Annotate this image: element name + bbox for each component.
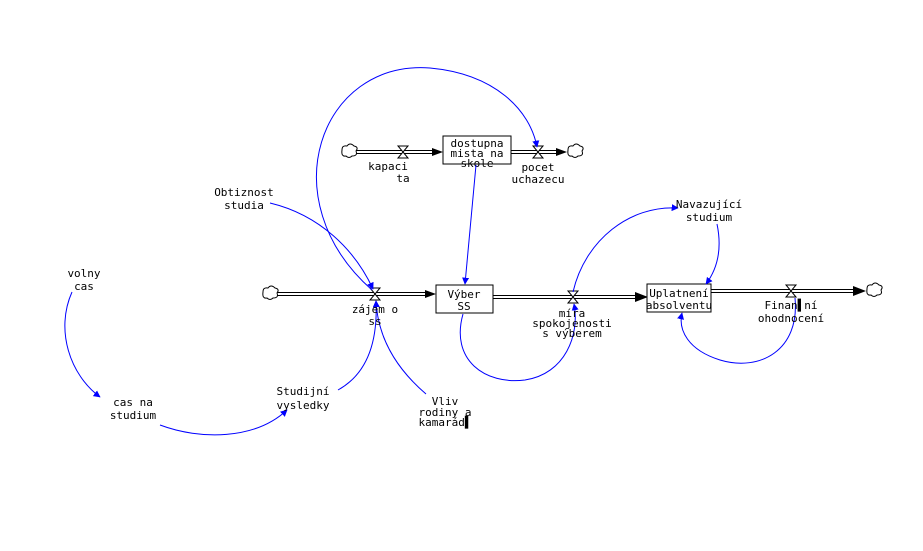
cloud-icon [567,143,584,158]
flow-label-pocet-uchazecu[interactable]: pocet uchazecu [512,161,565,186]
stock-label-line: skole [460,157,493,170]
flow-label-line: pocet [521,161,554,174]
variable-volny-cas[interactable]: volny cas [67,267,100,293]
variable-label-line: studium [110,409,157,422]
variable-label-line: vysledky [277,399,330,412]
stock-label-line: SS [457,300,470,313]
variable-label-line: cas [74,280,94,293]
stock-vyber-ss[interactable]: Výber SS [435,284,494,314]
flow-label-line: Finan▌ní [765,298,818,312]
flow-pipe-mira-spokojenosti [493,292,648,302]
link-vyber-to-mira [459,303,579,382]
flow-label-line: ss [368,315,381,328]
flow-label-financni-ohodnoceni[interactable]: Finan▌ní ohodnocení [758,298,824,325]
stock-dostupna-mista-na-skole[interactable]: dostupna mista na skole [442,135,512,170]
link-volny-to-cas [64,291,101,398]
stock-label-line: mista na [451,147,504,160]
stock-label-line: absolventu [646,299,712,312]
flow-label-kapacita[interactable]: kapaci ta [368,160,410,185]
flow-label-line: ohodnocení [758,312,824,325]
variable-label-line: Navazující [676,198,742,211]
stock-label-line: Uplatnení [649,287,709,300]
stock-label-line: Výber [447,288,480,301]
variable-cas-na-studium[interactable]: cas na studium [110,396,157,422]
stock-uplatneni-absolventu[interactable]: Uplatnení absolventu [646,283,712,313]
variable-label-line: Obtiznost [214,186,274,199]
stock-label-line: dostupna [451,137,504,150]
flow-pipe-financni-ohodnoceni [711,286,866,296]
valve-icon [566,290,580,304]
variable-label-line: Vliv [432,395,459,408]
link-mira-to-navazujici [572,204,679,293]
flow-label-line: kapaci [368,160,408,173]
valve-icon [368,287,382,301]
link-financni-to-uplatneni [677,297,796,364]
link-obtiznost-to-zajem [269,202,374,290]
variable-label-line: studia [224,199,264,212]
variable-label-line: studium [686,211,733,224]
variable-label-line: Studijní [277,385,330,398]
variable-label-line: volny [67,267,100,280]
valve-icon [396,145,410,159]
flow-pipe-pocet-uchazecu [511,148,567,156]
variable-studijni-vysledky[interactable]: Studijní vysledky [277,385,330,412]
valve-icon [531,145,545,159]
variable-label-line: cas na [113,396,153,409]
cloud-icon [341,143,358,158]
flow-label-line: míra [559,307,586,320]
link-cas-to-vysledky [159,409,288,436]
variable-label-line: rodiny a [419,406,472,419]
link-dostupna-to-vyber [462,164,477,285]
cloud-icon [866,282,883,297]
flow-pipe-zajem-o-ss [275,290,436,298]
variable-vliv-rodiny-a-kamaradu[interactable]: Vliv rodiny a kamarád▌ [419,395,472,429]
flow-label-line: uchazecu [512,173,565,186]
flow-label-line: s výberem [542,327,602,340]
link-navazujici-to-uplatneni [705,223,720,285]
link-vysledky-to-zajem [337,300,380,391]
flow-label-line: zájem o [352,303,398,316]
flow-label-mira-spokojenosti[interactable]: míra spokojenosti s výberem [532,307,611,340]
cloud-icon [262,285,279,300]
variable-obtiznost-studia[interactable]: Obtiznost studia [214,186,274,212]
link-vliv-to-zajem [372,300,427,395]
link-zajem-to-pocet [316,67,540,291]
variable-navazujici-studium[interactable]: Navazující studium [676,198,742,224]
flow-label-zajem-o-ss[interactable]: zájem o ss [352,303,398,328]
valve-icon [784,284,798,298]
flow-label-line: ta [396,172,409,185]
flow-pipe-kapacita [354,148,443,156]
variable-label-line: kamarád▌ [419,415,472,429]
flow-label-line: spokojenosti [532,317,611,330]
